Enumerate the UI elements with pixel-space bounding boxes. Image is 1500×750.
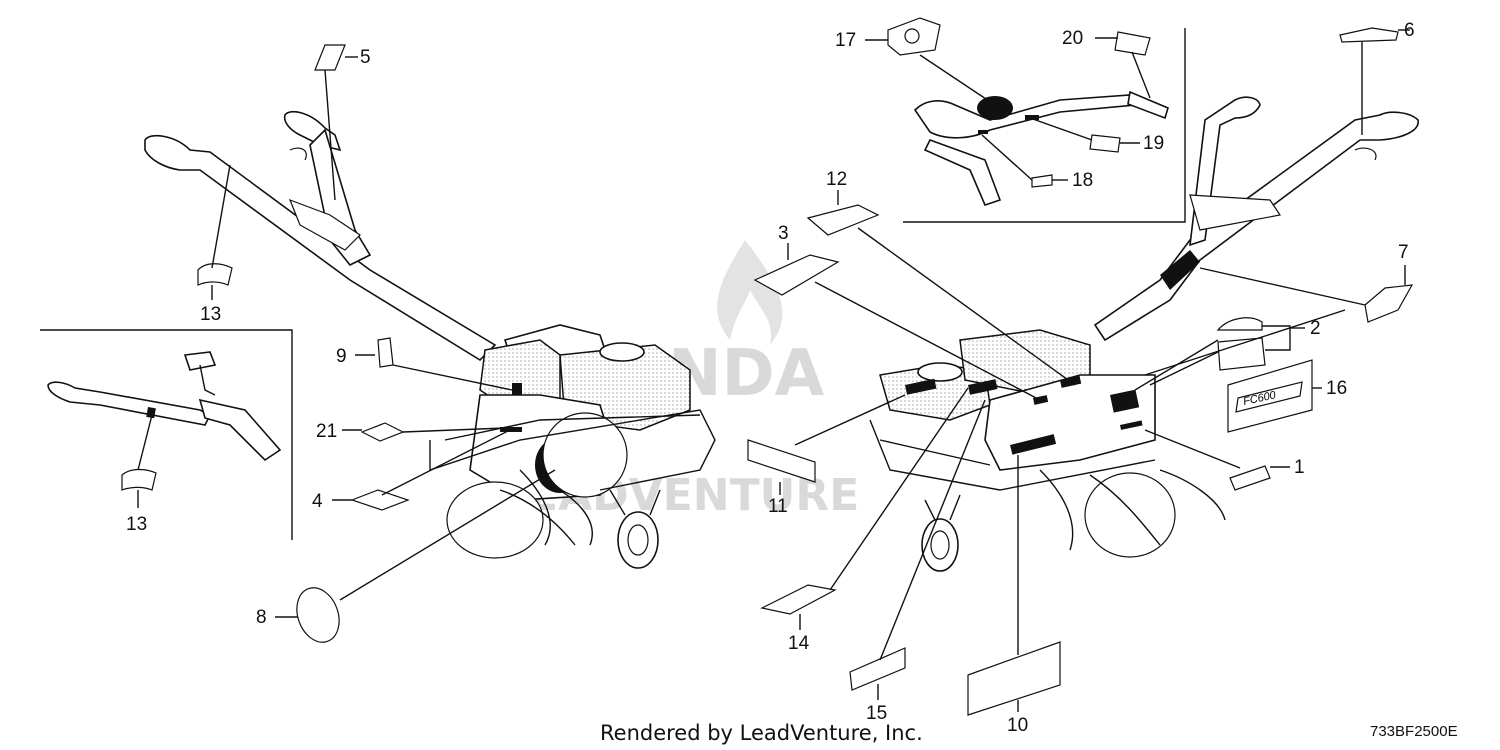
label-4-icon <box>350 489 410 511</box>
label-2a-icon <box>1216 317 1263 331</box>
callout-11: 11 <box>768 496 788 517</box>
inset-right-frame <box>903 28 1186 223</box>
label-15-icon <box>849 647 906 691</box>
label-2b-icon <box>1217 337 1266 371</box>
right-tiller <box>869 96 1419 572</box>
callout-12: 12 <box>826 169 847 190</box>
callout-7: 7 <box>1398 242 1409 263</box>
callout-9: 9 <box>336 346 347 367</box>
callout-14: 14 <box>788 633 810 654</box>
left-tiller <box>144 111 716 569</box>
callout-19: 19 <box>1143 133 1164 154</box>
label-20-icon <box>1114 31 1151 56</box>
callout-2: 2 <box>1310 318 1321 339</box>
label-10-icon <box>967 641 1061 716</box>
callout-8: 8 <box>256 607 267 628</box>
label-13-icon <box>197 263 233 286</box>
right-inset-handle <box>913 90 1169 206</box>
rendered-by-credit: Rendered by LeadVenture, Inc. <box>600 721 923 745</box>
label-19-icon <box>1089 134 1121 153</box>
callout-10: 10 <box>1007 715 1028 736</box>
callout-17: 17 <box>835 30 856 51</box>
callout-16: 16 <box>1326 378 1347 399</box>
label-5-icon <box>314 44 346 71</box>
label-12-icon <box>806 204 880 236</box>
label-3-icon <box>753 254 840 296</box>
label-9-icon <box>377 337 394 368</box>
label-6-icon <box>1339 27 1399 43</box>
label-1-icon <box>1229 465 1271 491</box>
callout-1: 1 <box>1294 457 1305 478</box>
callout-18: 18 <box>1072 170 1093 191</box>
callout-13-inset: 13 <box>126 514 147 535</box>
callout-4: 4 <box>312 491 323 512</box>
callout-20: 20 <box>1062 28 1083 49</box>
label-21-icon <box>360 422 405 442</box>
callout-3: 3 <box>778 223 789 244</box>
inset-left-frame <box>40 329 293 540</box>
callout-13-left: 13 <box>200 304 221 325</box>
label-8-icon <box>296 587 340 643</box>
callout-numbers: 5 13 13 9 21 4 8 17 20 19 18 6 7 12 3 2 … <box>126 20 1415 736</box>
callout-15: 15 <box>866 703 887 724</box>
left-inset-handle <box>47 351 282 462</box>
label-14-icon <box>760 584 837 615</box>
label-13b-icon <box>121 468 157 491</box>
label-7-icon <box>1364 284 1414 323</box>
callout-21: 21 <box>316 421 337 442</box>
diagram-code: 733BF2500E <box>1370 723 1458 740</box>
label-18-icon <box>1031 174 1053 188</box>
label-11-icon <box>747 439 816 483</box>
callout-6: 6 <box>1404 20 1415 41</box>
callout-5: 5 <box>360 47 371 68</box>
